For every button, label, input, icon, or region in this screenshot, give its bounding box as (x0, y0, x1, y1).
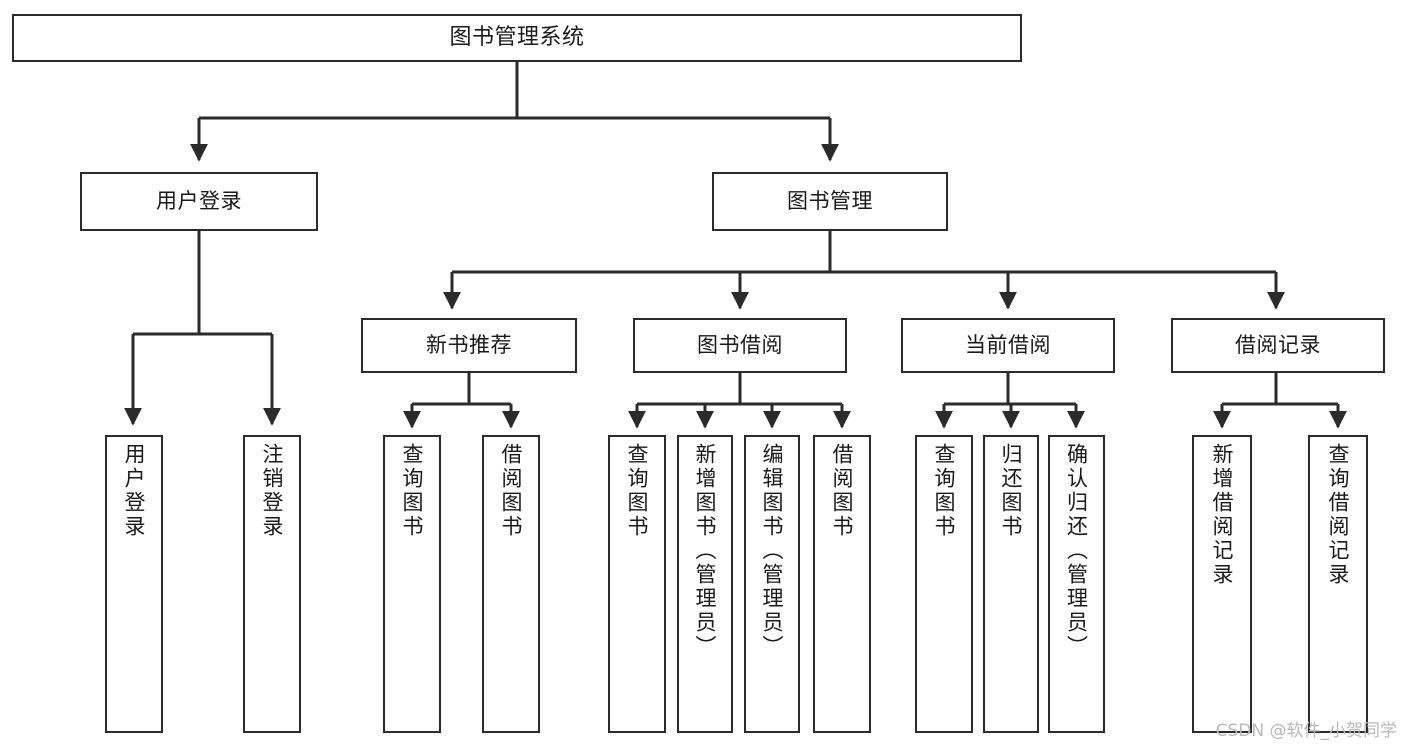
node-label: 借阅图书 (499, 443, 524, 539)
node-label: 当前借阅 (965, 333, 1051, 358)
node-label: 新书推荐 (426, 333, 512, 358)
node-current-borrowing[interactable]: 当前借阅 (901, 318, 1115, 373)
node-leaf-confirm-return-admin[interactable]: 确认归还（管理员） (1048, 435, 1105, 733)
node-leaf-logout[interactable]: 注销登录 (243, 435, 301, 733)
node-label: 注销登录 (260, 443, 285, 539)
node-book-management[interactable]: 图书管理 (712, 172, 948, 231)
node-leaf-return-book[interactable]: 归还图书 (983, 435, 1039, 733)
node-new-book-recommendation[interactable]: 新书推荐 (361, 318, 577, 373)
node-leaf-user-login[interactable]: 用户登录 (105, 435, 163, 733)
node-leaf-add-book-admin[interactable]: 新增图书（管理员） (677, 435, 733, 733)
node-label: 用户登录 (122, 443, 147, 539)
node-label: 新增图书（管理员） (693, 443, 718, 659)
node-book-management-system[interactable]: 图书管理系统 (12, 14, 1022, 62)
node-label: 借阅记录 (1235, 333, 1321, 358)
node-label: 查询图书 (625, 443, 650, 539)
node-label: 查询图书 (932, 443, 957, 539)
node-label: 查询借阅记录 (1326, 443, 1351, 587)
node-label: 查询图书 (400, 443, 425, 539)
node-book-borrowing[interactable]: 图书借阅 (633, 318, 847, 373)
watermark-text: CSDN @软件_小贺同学 (1215, 721, 1397, 741)
node-user-login[interactable]: 用户登录 (80, 172, 318, 231)
node-leaf-borrow-book-borrow[interactable]: 借阅图书 (813, 435, 871, 733)
node-leaf-edit-book-admin[interactable]: 编辑图书（管理员） (744, 435, 800, 733)
node-leaf-query-book-current[interactable]: 查询图书 (915, 435, 973, 733)
node-leaf-query-borrow-record[interactable]: 查询借阅记录 (1308, 435, 1368, 733)
node-label: 用户登录 (156, 189, 242, 214)
node-borrowing-record[interactable]: 借阅记录 (1171, 318, 1385, 373)
node-label: 归还图书 (999, 443, 1024, 539)
node-label: 确认归还（管理员） (1064, 443, 1089, 659)
node-label: 借阅图书 (830, 443, 855, 539)
node-leaf-query-book-rec[interactable]: 查询图书 (383, 435, 441, 733)
node-label: 图书借阅 (697, 333, 783, 358)
node-label: 编辑图书（管理员） (760, 443, 785, 659)
node-leaf-add-borrow-record[interactable]: 新增借阅记录 (1192, 435, 1252, 733)
node-leaf-query-book-borrow[interactable]: 查询图书 (608, 435, 666, 733)
node-label: 图书管理 (787, 189, 873, 214)
node-label: 新增借阅记录 (1210, 443, 1235, 587)
node-label: 图书管理系统 (449, 25, 585, 51)
node-leaf-borrow-book-rec[interactable]: 借阅图书 (482, 435, 540, 733)
